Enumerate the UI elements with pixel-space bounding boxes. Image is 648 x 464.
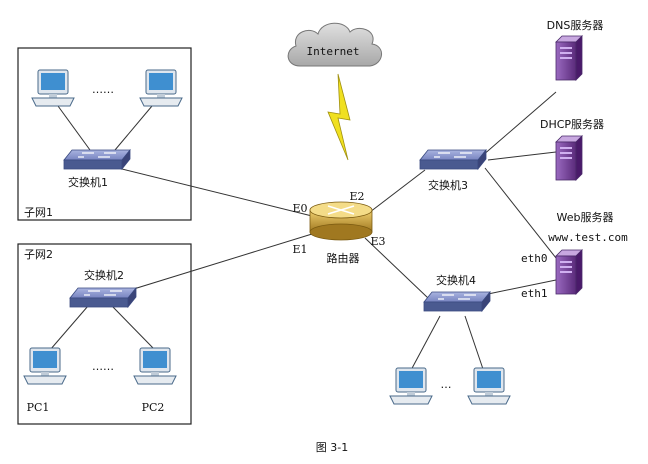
dns-label: DNS服务器 (547, 19, 604, 32)
switch3-label: 交换机3 (428, 178, 468, 192)
link-pc-switch1-a (57, 105, 91, 151)
web-host-label: www.test.com (548, 231, 628, 244)
link-switch1-router (117, 167, 313, 217)
link-switch2-pc1 (49, 305, 89, 351)
links (49, 91, 557, 373)
figure-caption: 图 3-1 (316, 441, 348, 454)
link-switch4-web (487, 279, 557, 295)
internet-label: Internet (307, 45, 360, 58)
dhcp-label: DHCP服务器 (540, 118, 604, 131)
web-server-icon (555, 249, 583, 295)
dns-server-icon (555, 35, 583, 81)
dhcp-server-icon (555, 135, 583, 181)
link-switch3-web (484, 167, 557, 259)
subnet1-label: 子网1 (24, 206, 53, 219)
pc-icon (389, 367, 433, 405)
web-label: Web服务器 (557, 211, 614, 224)
router-icon (309, 201, 373, 241)
subnet2-label: 子网2 (24, 248, 53, 261)
pc-icon (133, 347, 177, 385)
router-port-e3: E3 (370, 235, 385, 248)
link-router-switch3 (369, 169, 426, 213)
link-switch3-dhcp (487, 151, 557, 161)
switch3-icon (419, 149, 487, 170)
link-pc-switch1-b (114, 105, 153, 151)
link-switch2-pc2 (111, 305, 156, 351)
web-eth1-label: eth1 (521, 287, 548, 300)
router-label: 路由器 (327, 251, 360, 265)
switch1-label: 交换机1 (68, 175, 108, 189)
router-port-e0: E0 (292, 202, 307, 215)
link-switch4-pc-a (409, 315, 441, 373)
link-router-switch4 (364, 237, 429, 299)
pc1-label: PC1 (27, 401, 50, 414)
wan-link-lightning-icon (327, 73, 351, 161)
pc-icon (467, 367, 511, 405)
switch2-icon (69, 287, 137, 308)
link-switch3-dns (481, 91, 557, 157)
subnet2-box (17, 243, 192, 425)
subnet1-pc-ellipsis: …… (92, 83, 114, 96)
switch1-icon (63, 149, 131, 170)
pc2-label: PC2 (142, 401, 165, 414)
link-switch4-pc-b (464, 315, 485, 373)
switch4-icon (423, 291, 491, 312)
subnet1-box (17, 47, 192, 221)
web-eth0-label: eth0 (521, 252, 548, 265)
router-port-e2: E2 (349, 190, 364, 203)
link-switch2-router (123, 233, 313, 293)
router-port-e1: E1 (292, 243, 307, 256)
pc-icon (139, 69, 183, 107)
switch4-label: 交换机4 (436, 273, 476, 287)
internet-cloud-icon (287, 22, 382, 67)
pc-icon (23, 347, 67, 385)
switch2-label: 交换机2 (84, 268, 124, 282)
pc-icon (31, 69, 75, 107)
subnet2-pc-ellipsis: …… (92, 360, 114, 373)
switch4-pc-ellipsis: … (441, 378, 452, 391)
